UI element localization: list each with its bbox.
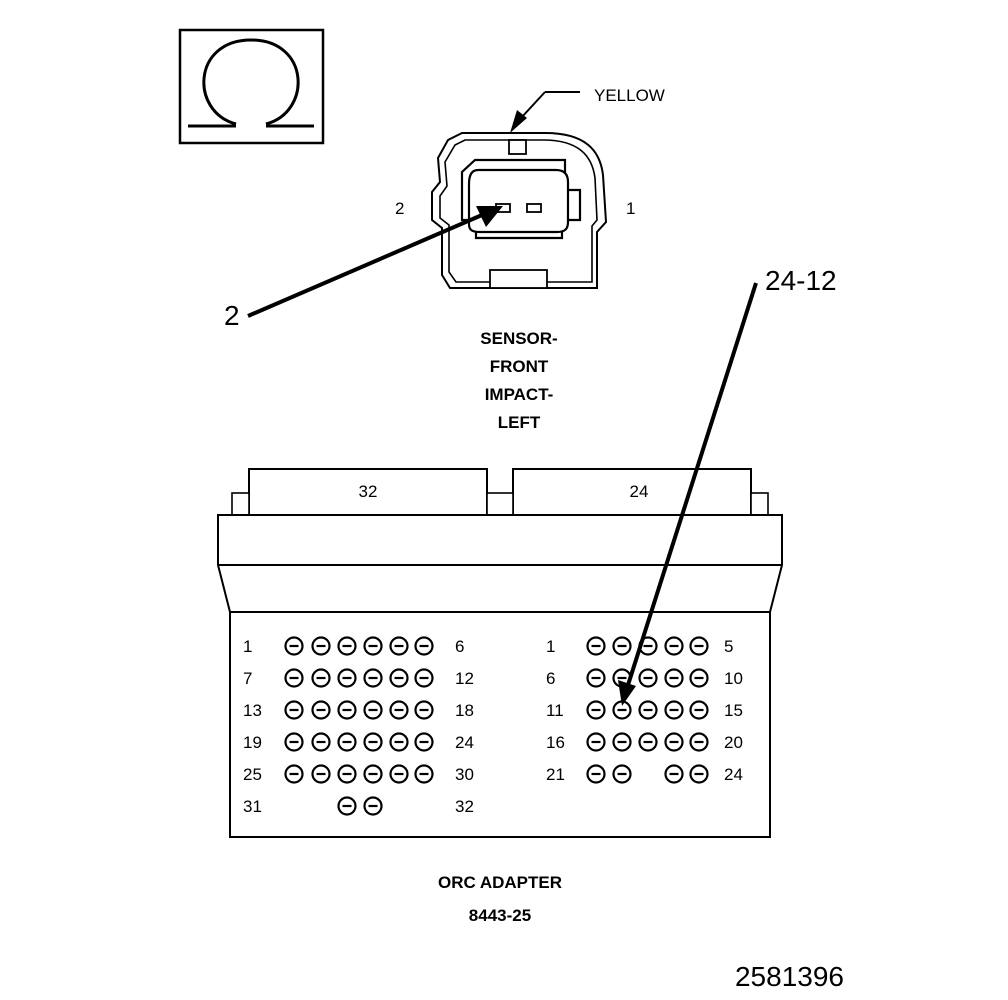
pin-row-end: 24 — [724, 765, 743, 784]
pin-row-start: 11 — [546, 701, 564, 720]
left-pin-labels: 1 6 7 12 13 18 19 24 25 30 31 32 — [243, 637, 474, 816]
pin-row-end: 20 — [724, 733, 743, 752]
pin-row-end: 32 — [455, 797, 474, 816]
sensor-name: SENSOR- FRONT IMPACT- LEFT — [480, 329, 557, 432]
adapter-part-number: 8443-25 — [469, 906, 531, 925]
pin-row-start: 19 — [243, 733, 262, 752]
wire-color-leader — [510, 91, 580, 133]
pin-row-end: 15 — [724, 701, 743, 720]
sensor-probe-arrow — [247, 206, 503, 318]
sensor-connector — [431, 132, 608, 289]
pin-row-start: 21 — [546, 765, 565, 784]
pin-row-end: 30 — [455, 765, 474, 784]
sensor-name-line: FRONT — [490, 357, 549, 376]
sensor-name-line: IMPACT- — [485, 385, 554, 404]
sensor-pin-left-label: 2 — [395, 199, 404, 218]
adapter-probe-callout: 24-12 — [765, 265, 837, 296]
pin-row-end: 10 — [724, 669, 743, 688]
pin-row-start: 1 — [546, 637, 555, 656]
sensor-name-line: LEFT — [498, 413, 541, 432]
adapter-name: ORC ADAPTER — [438, 873, 562, 892]
pin-row-start: 31 — [243, 797, 262, 816]
pin-row-start: 6 — [546, 669, 555, 688]
adapter-probe-arrow — [618, 282, 758, 706]
connector-right-label: 24 — [630, 482, 649, 501]
pin-row-end: 5 — [724, 637, 733, 656]
right-pin-labels: 1 5 6 10 11 15 16 20 21 24 — [546, 637, 743, 784]
orc-adapter-body — [217, 468, 783, 838]
pin-row-start: 13 — [243, 701, 262, 720]
sensor-name-line: SENSOR- — [480, 329, 557, 348]
pin-row-end: 18 — [455, 701, 474, 720]
pin-row-end: 24 — [455, 733, 474, 752]
sensor-pin-right-label: 1 — [626, 199, 635, 218]
wire-color-label: YELLOW — [594, 86, 665, 105]
pin-row-start: 7 — [243, 669, 252, 688]
connector-left-label: 32 — [359, 482, 378, 501]
pin-row-start: 1 — [243, 637, 252, 656]
pin-row-end: 12 — [455, 669, 474, 688]
sensor-probe-callout: 2 — [224, 300, 240, 331]
pin-row-start: 16 — [546, 733, 565, 752]
pin-row-end: 6 — [455, 637, 464, 656]
ohmmeter-icon — [178, 28, 325, 145]
pin-row-start: 25 — [243, 765, 262, 784]
figure-number: 2581396 — [735, 961, 844, 992]
